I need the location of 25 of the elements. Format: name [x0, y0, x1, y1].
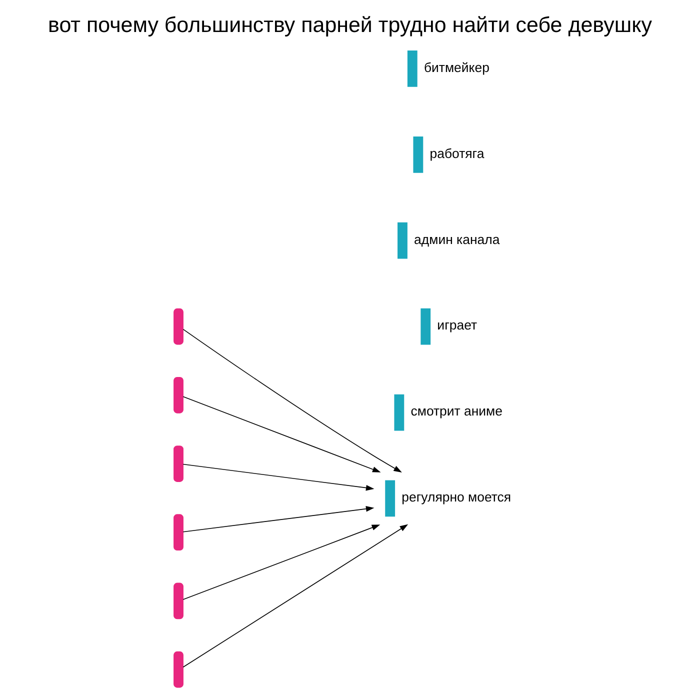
node-person [413, 136, 424, 173]
node-person [174, 446, 184, 482]
node-person [174, 582, 184, 620]
arrow [182, 328, 402, 473]
node-person [174, 308, 184, 345]
arrow [182, 396, 381, 472]
node-label: работяга [430, 146, 484, 161]
node-person [174, 514, 184, 551]
node-label: смотрит аниме [410, 404, 503, 419]
node-person [174, 651, 184, 688]
node-label: битмейкер [424, 60, 490, 75]
arrow [182, 524, 380, 600]
diagram-title: вот почему большинству парней трудно найти себе девушку [48, 13, 652, 38]
node-person [394, 394, 404, 431]
arrow [182, 464, 374, 491]
node-person [420, 308, 431, 345]
arrow [182, 524, 408, 668]
node-person [174, 376, 184, 414]
node-label: админ канала [414, 232, 500, 247]
arrow [182, 506, 374, 532]
node-label: играет [437, 318, 478, 333]
node-person [398, 222, 408, 259]
node-label: регулярно моется [402, 490, 512, 505]
node-person [385, 480, 396, 517]
node-person [407, 50, 418, 87]
